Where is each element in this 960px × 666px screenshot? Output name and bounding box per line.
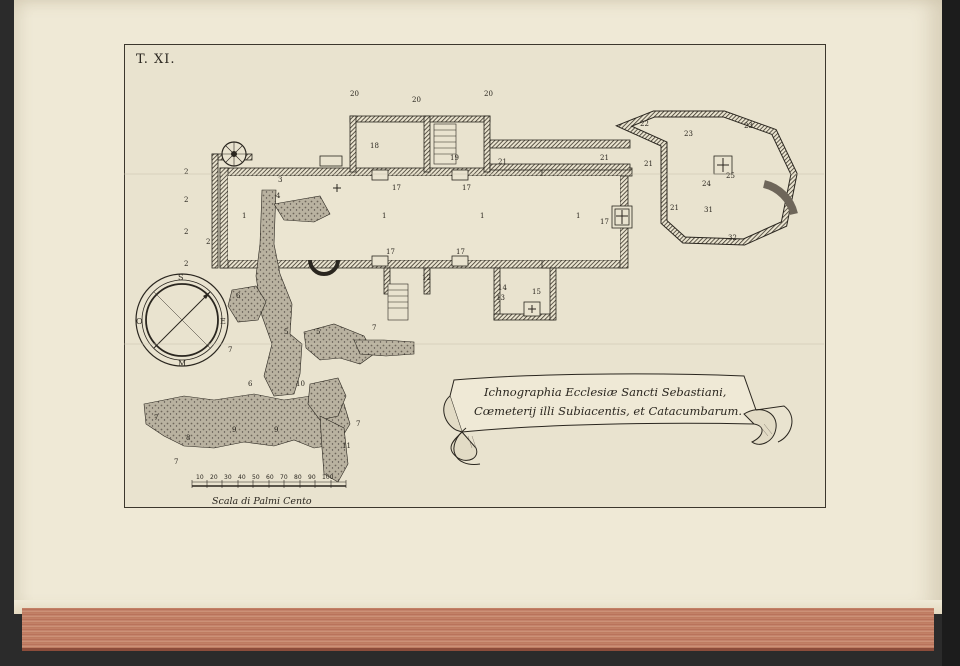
plate-number: T. XI. bbox=[136, 52, 176, 67]
room-label: 3 bbox=[278, 176, 282, 184]
room-label: 18 bbox=[370, 142, 379, 150]
scale-tick: 20 bbox=[210, 474, 218, 481]
room-label: 8 bbox=[186, 434, 190, 442]
room-label: 13 bbox=[496, 294, 505, 302]
room-label: 2 bbox=[184, 260, 188, 268]
room-label: 2 bbox=[206, 238, 210, 246]
room-number-labels: 1 1 1 1 2 2 2 2 2 3 4 5 5 6 6 7 7 7 7 7 … bbox=[154, 90, 753, 466]
scale-tick: 30 bbox=[224, 474, 232, 481]
room-label: 1 bbox=[242, 212, 246, 220]
room-label: 7 bbox=[154, 414, 158, 422]
room-label: 20 bbox=[412, 96, 421, 104]
scale-tick: 10 bbox=[196, 474, 204, 481]
room-label: 17 bbox=[456, 248, 465, 256]
room-label: 6 bbox=[248, 380, 253, 388]
room-label: 5 bbox=[316, 328, 320, 336]
scale-caption: Scala di Palmi Cento bbox=[212, 496, 312, 507]
room-label: 2 bbox=[184, 228, 188, 236]
room-label: 1 bbox=[576, 212, 580, 220]
room-label: 21 bbox=[644, 160, 653, 168]
room-label: 9 bbox=[232, 426, 236, 434]
room-label: 24 bbox=[702, 180, 711, 188]
room-label: 11 bbox=[342, 442, 351, 450]
scale-bar bbox=[191, 480, 347, 488]
floor-plan: S E O M 1 1 1 1 2 2 2 2 2 3 4 5 5 6 6 7 … bbox=[124, 90, 824, 488]
room-label: 17 bbox=[386, 248, 395, 256]
compass-letter-east: E bbox=[220, 317, 226, 326]
room-label: 7 bbox=[228, 346, 232, 354]
title-line-1: Ichnographia Ecclesiæ Sancti Sebastiani, bbox=[484, 385, 727, 399]
cross-marks bbox=[333, 158, 729, 313]
room-label: 7 bbox=[356, 420, 360, 428]
compass-letter-west: O bbox=[136, 317, 143, 326]
plate-marks bbox=[124, 173, 824, 345]
room-label: 10 bbox=[296, 380, 305, 388]
room-label: 23 bbox=[684, 130, 693, 138]
room-label: 7 bbox=[174, 458, 178, 466]
room-label: 6 bbox=[236, 292, 241, 300]
room-label: 19 bbox=[450, 154, 459, 162]
room-label: 4 bbox=[276, 192, 281, 200]
scale-tick: 70 bbox=[280, 474, 288, 481]
book-spine-shadow bbox=[942, 0, 960, 666]
scale-tick: 40 bbox=[238, 474, 246, 481]
room-label: 22 bbox=[640, 120, 649, 128]
room-label: 1 bbox=[480, 212, 484, 220]
scale-tick: 60 bbox=[266, 474, 274, 481]
staircases bbox=[387, 123, 798, 321]
room-label: 5 bbox=[284, 328, 288, 336]
room-label: 31 bbox=[704, 206, 713, 214]
room-label: 2 bbox=[184, 196, 188, 204]
room-label: 21 bbox=[600, 154, 609, 162]
room-label: 12 bbox=[422, 274, 431, 282]
room-label: 15 bbox=[532, 288, 541, 296]
room-label: 17 bbox=[462, 184, 471, 192]
compass-rose: S E O M bbox=[135, 273, 229, 368]
title-line-2: Cœmeterij illi Subiacentis, et Catacumba… bbox=[474, 404, 743, 418]
scale-tick-labels: 10 20 30 40 50 60 70 80 90 100 bbox=[196, 474, 336, 481]
room-label: 20 bbox=[484, 90, 493, 98]
room-label: 17 bbox=[392, 184, 401, 192]
spiral-stair bbox=[221, 141, 247, 167]
compass-letter-south: M bbox=[178, 359, 186, 368]
title-scroll bbox=[443, 373, 793, 465]
room-label: 21 bbox=[498, 158, 507, 166]
room-label: 2 bbox=[184, 168, 188, 176]
room-label: 7 bbox=[372, 324, 376, 332]
room-label: 1 bbox=[382, 212, 386, 220]
room-label: 23 bbox=[744, 122, 753, 130]
room-label: 9 bbox=[274, 426, 278, 434]
compass-letter-north: S bbox=[178, 273, 183, 282]
scale-tick: 90 bbox=[308, 474, 316, 481]
page-stack-edges bbox=[22, 608, 934, 651]
scale-tick: 100 bbox=[322, 474, 334, 481]
room-label: 20 bbox=[350, 90, 359, 98]
room-label: 25 bbox=[726, 172, 735, 180]
room-label: 32 bbox=[728, 234, 737, 242]
room-label: 14 bbox=[498, 284, 507, 292]
room-label: 21 bbox=[670, 204, 679, 212]
scale-tick: 80 bbox=[294, 474, 302, 481]
room-label: 17 bbox=[600, 218, 609, 226]
scale-tick: 50 bbox=[252, 474, 260, 481]
